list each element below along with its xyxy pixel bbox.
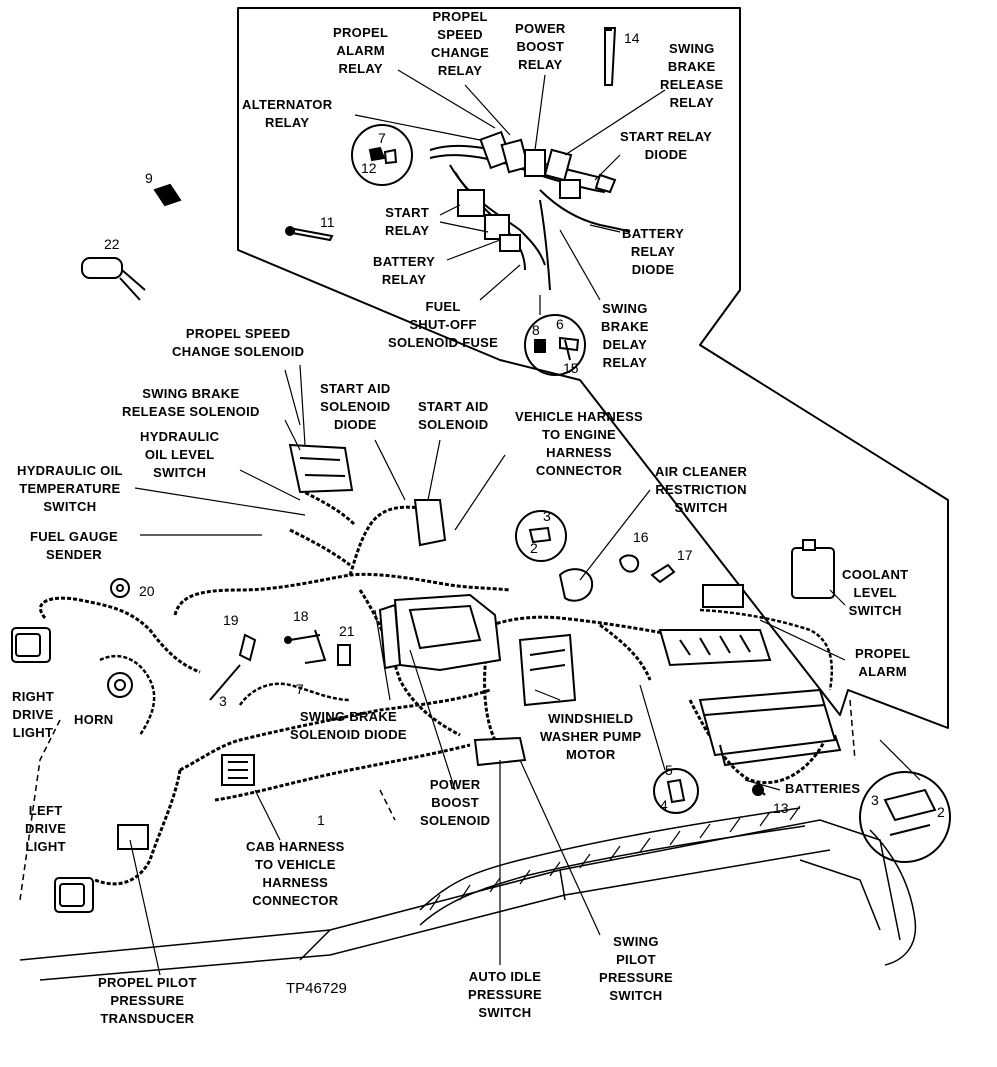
- label-swing-brake-delay-relay: SWING BRAKE DELAY RELAY: [601, 301, 649, 370]
- callout-11: 11: [320, 214, 335, 230]
- label-battery-relay: BATTERY RELAY: [373, 254, 436, 287]
- label-swing-brake-release-solenoid: SWING BRAKE RELEASE SOLENOID: [122, 386, 260, 419]
- callout-8: 8: [532, 322, 540, 338]
- callout-19: 19: [223, 612, 239, 628]
- callout-20: 20: [139, 583, 155, 599]
- label-swing-pilot-pressure-switch: SWING PILOT PRESSURE SWITCH: [599, 934, 673, 1003]
- callout-13: 13: [773, 800, 789, 816]
- label-hydraulic-oil-level-switch: HYDRAULIC OIL LEVEL SWITCH: [140, 429, 220, 480]
- label-power-boost-relay: POWER BOOST RELAY: [515, 21, 566, 72]
- label-propel-speed-change-relay: PROPEL SPEED CHANGE RELAY: [431, 9, 490, 78]
- label-start-relay-diode: START RELAY DIODE: [620, 129, 713, 162]
- main-leaders: [129, 364, 921, 976]
- callout-9: 9: [145, 170, 153, 186]
- label-propel-alarm: PROPEL ALARM: [855, 646, 911, 679]
- inset-frame: [237, 7, 949, 729]
- label-power-boost-solenoid: POWER BOOST SOLENOID: [420, 777, 491, 828]
- callout-21: 21: [339, 623, 355, 639]
- callout-3-main: 3: [219, 693, 227, 709]
- label-start-aid-solenoid: START AID SOLENOID: [418, 399, 489, 432]
- callout-18: 18: [293, 608, 309, 624]
- label-vehicle-harness-connector: VEHICLE HARNESS TO ENGINE HARNESS CONNEC…: [515, 409, 644, 478]
- callout-16: 16: [633, 529, 649, 545]
- label-windshield-washer-pump-motor: WINDSHIELD WASHER PUMP MOTOR: [540, 711, 642, 762]
- label-coolant-level-switch: COOLANT LEVEL SWITCH: [842, 567, 909, 618]
- label-cab-harness-connector: CAB HARNESS TO VEHICLE HARNESS CONNECTOR: [246, 839, 345, 908]
- callout-7-main: 7: [296, 681, 304, 697]
- callout-2-detail: 2: [530, 540, 538, 556]
- callout-4: 4: [660, 797, 668, 813]
- label-propel-pilot-pressure-transducer: PROPEL PILOT PRESSURE TRANSDUCER: [98, 975, 197, 1026]
- label-auto-idle-pressure-switch: AUTO IDLE PRESSURE SWITCH: [468, 969, 542, 1020]
- callout-7-inset: 7: [378, 130, 386, 146]
- label-batteries: BATTERIES: [785, 781, 861, 796]
- track-undercarriage: [19, 699, 917, 981]
- label-left-drive-light: LEFT DRIVE LIGHT: [25, 803, 67, 854]
- label-battery-relay-diode: BATTERY RELAY DIODE: [622, 226, 685, 277]
- label-air-cleaner-restriction-switch: AIR CLEANER RESTRICTION SWITCH: [655, 464, 748, 515]
- label-fuel-shutoff-fuse: FUEL SHUT-OFF SOLENOID FUSE: [388, 299, 499, 350]
- label-start-relay: START RELAY: [385, 205, 430, 238]
- callout-3-battery: 3: [871, 792, 879, 808]
- inset-leaders: [354, 69, 666, 315]
- label-propel-speed-change-solenoid: PROPEL SPEED CHANGE SOLENOID: [172, 326, 305, 359]
- callout-22: 22: [104, 236, 120, 252]
- label-start-aid-solenoid-diode: START AID SOLENOID DIODE: [320, 381, 391, 432]
- callout-12: 12: [361, 160, 377, 176]
- figure-id: TP46729: [286, 980, 347, 997]
- label-swing-brake-release-relay: SWING BRAKE RELEASE RELAY: [660, 41, 724, 110]
- relay-harness-inset: [285, 27, 631, 376]
- callout-1: 1: [317, 812, 325, 828]
- label-alternator-relay: ALTERNATOR RELAY: [242, 97, 333, 130]
- label-horn: HORN: [74, 712, 114, 727]
- callout-5: 5: [665, 762, 673, 778]
- callout-6: 6: [556, 316, 564, 332]
- label-swing-brake-solenoid-diode: SWING BRAKE SOLENOID DIODE: [290, 709, 407, 742]
- callout-14: 14: [624, 30, 640, 46]
- main-harness: [11, 183, 951, 913]
- callout-17: 17: [677, 547, 693, 563]
- callout-3-detail: 3: [543, 508, 551, 524]
- label-right-drive-light: RIGHT DRIVE LIGHT: [12, 689, 54, 740]
- callout-15: 15: [563, 360, 579, 376]
- label-hydraulic-oil-temp-switch: HYDRAULIC OIL TEMPERATURE SWITCH: [17, 463, 123, 514]
- label-fuel-gauge-sender: FUEL GAUGE SENDER: [30, 529, 118, 562]
- callout-2-battery: 2: [937, 804, 945, 820]
- label-propel-alarm-relay: PROPEL ALARM RELAY: [333, 25, 389, 76]
